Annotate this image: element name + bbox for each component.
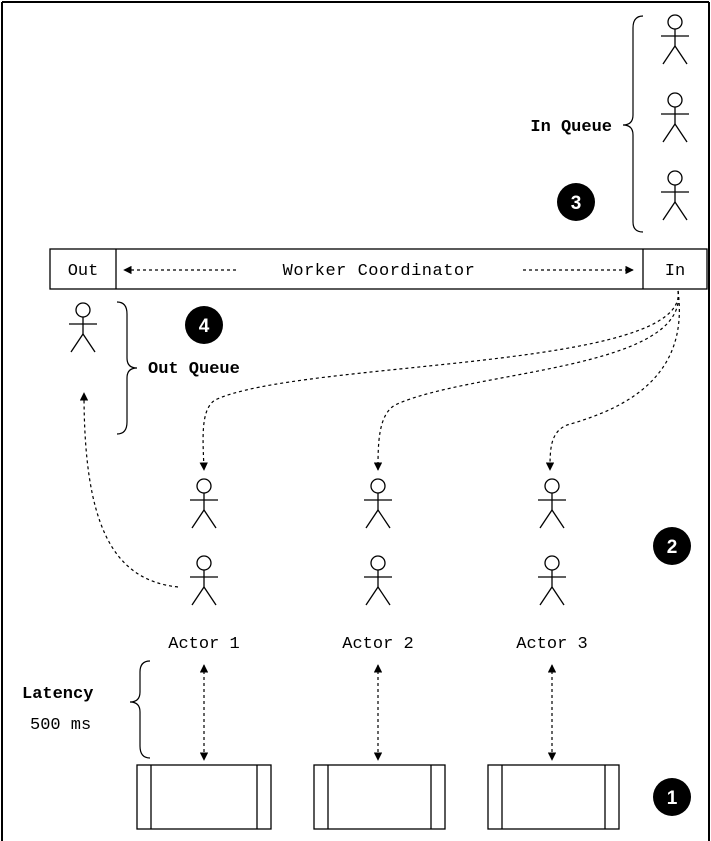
badge-4: 4: [185, 306, 223, 344]
actor-3: Actor 3: [516, 478, 588, 654]
svg-text:2: 2: [667, 537, 678, 558]
actor-3-label: Actor 3: [516, 635, 587, 654]
return-arrow-out-queue: [79, 392, 179, 588]
coordinator-title: Worker Coordinator: [283, 262, 476, 281]
dispatch-arrow-actor-2: [373, 290, 679, 471]
latency-brace: [129, 660, 151, 759]
actor-3-queued-person-icon: [537, 478, 567, 529]
dispatch-arrow-actor-1: [199, 290, 679, 471]
out-queue-brace: [116, 301, 138, 435]
actor-1: Actor 1: [168, 478, 240, 654]
actor-3-person-icon: [537, 555, 567, 606]
actor-2-queued-person-icon: [363, 478, 393, 529]
actor-2-person-icon: [363, 555, 393, 606]
resource-box-2: [313, 764, 446, 830]
actor-1-queued-person-icon: [189, 478, 219, 529]
svg-text:4: 4: [199, 316, 210, 337]
actor-1-label: Actor 1: [168, 635, 239, 654]
actor-1-person-icon: [189, 555, 219, 606]
latency: Latency 500 ms: [22, 660, 151, 759]
worker-coordinator: Out In Worker Coordinator: [49, 248, 708, 290]
in-queue-person-icon: [660, 14, 690, 65]
latency-value: 500 ms: [30, 716, 91, 735]
out-queue-person-icon: [68, 302, 98, 353]
dispatch-arrow-actor-3: [545, 290, 680, 471]
in-queue-brace: [622, 15, 644, 233]
actor-2-label: Actor 2: [342, 635, 413, 654]
coordinator-out-cell: Out: [68, 262, 99, 281]
in-queue: In Queue: [530, 14, 690, 233]
latency-label: Latency: [22, 685, 93, 704]
resource-box-3: [487, 764, 620, 830]
in-queue-label: In Queue: [530, 118, 612, 137]
coordinator-in-cell: In: [665, 262, 685, 281]
badge-1: 1: [653, 778, 691, 816]
out-queue: Out Queue: [68, 301, 240, 435]
in-queue-person-icon: [660, 170, 690, 221]
svg-text:1: 1: [667, 788, 678, 809]
in-queue-person-icon: [660, 92, 690, 143]
latency-arrows: [199, 664, 557, 761]
dispatch-arrows: [199, 290, 680, 471]
badge-2: 2: [653, 527, 691, 565]
badge-3: 3: [557, 183, 595, 221]
resource-box-1: [136, 764, 272, 830]
actor-2: Actor 2: [342, 478, 414, 654]
svg-text:3: 3: [571, 193, 582, 214]
out-queue-label: Out Queue: [148, 360, 240, 379]
